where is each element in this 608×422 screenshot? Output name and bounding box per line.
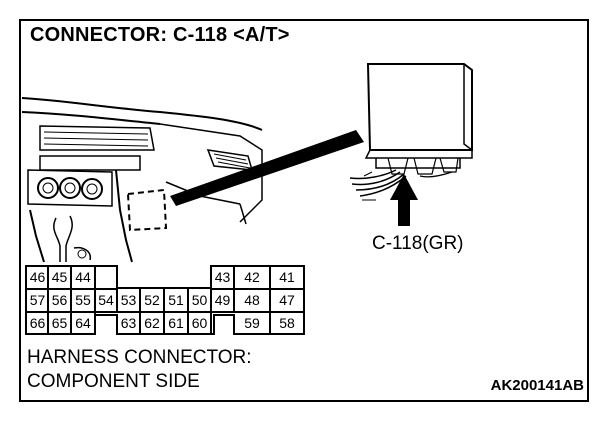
pin-64: 64 xyxy=(75,315,91,331)
pin-65: 65 xyxy=(51,315,68,331)
pin-57: 57 xyxy=(29,292,46,308)
pin-44: 44 xyxy=(75,269,91,285)
pin-47: 47 xyxy=(279,292,295,308)
pin-49: 49 xyxy=(214,292,231,308)
pin-53: 53 xyxy=(120,292,137,308)
pin-63: 63 xyxy=(120,315,137,331)
pin-50: 50 xyxy=(191,292,208,308)
diagram-title: CONNECTOR: C-118 <A/T> xyxy=(30,24,290,46)
pin-45: 45 xyxy=(51,269,68,285)
pin-41: 41 xyxy=(279,269,295,285)
control-unit-drawing xyxy=(349,63,473,201)
pin-59: 59 xyxy=(244,315,260,331)
arrow-up-icon xyxy=(390,174,418,226)
pin-48: 48 xyxy=(244,292,260,308)
pin-42: 42 xyxy=(244,269,260,285)
pin-51: 51 xyxy=(168,292,184,308)
caption-line-2: COMPONENT SIDE xyxy=(27,371,200,392)
pin-46: 46 xyxy=(29,269,46,285)
pin-56: 56 xyxy=(51,292,68,308)
callout-wedge xyxy=(170,130,364,206)
pin-55: 55 xyxy=(75,292,91,308)
pin-61: 61 xyxy=(168,315,184,331)
pin-43: 43 xyxy=(214,269,231,285)
pin-52: 52 xyxy=(144,292,160,308)
figure-code: AK200141AB xyxy=(490,377,584,394)
connector-face xyxy=(25,265,305,335)
connector-label: C-118(GR) xyxy=(372,233,464,254)
pin-62: 62 xyxy=(144,315,160,331)
pin-66: 66 xyxy=(29,315,46,331)
pin-58: 58 xyxy=(279,315,295,331)
pin-60: 60 xyxy=(191,315,208,331)
caption-line-1: HARNESS CONNECTOR: xyxy=(27,347,252,368)
diagram-frame xyxy=(19,19,589,402)
pin-54: 54 xyxy=(98,292,114,308)
